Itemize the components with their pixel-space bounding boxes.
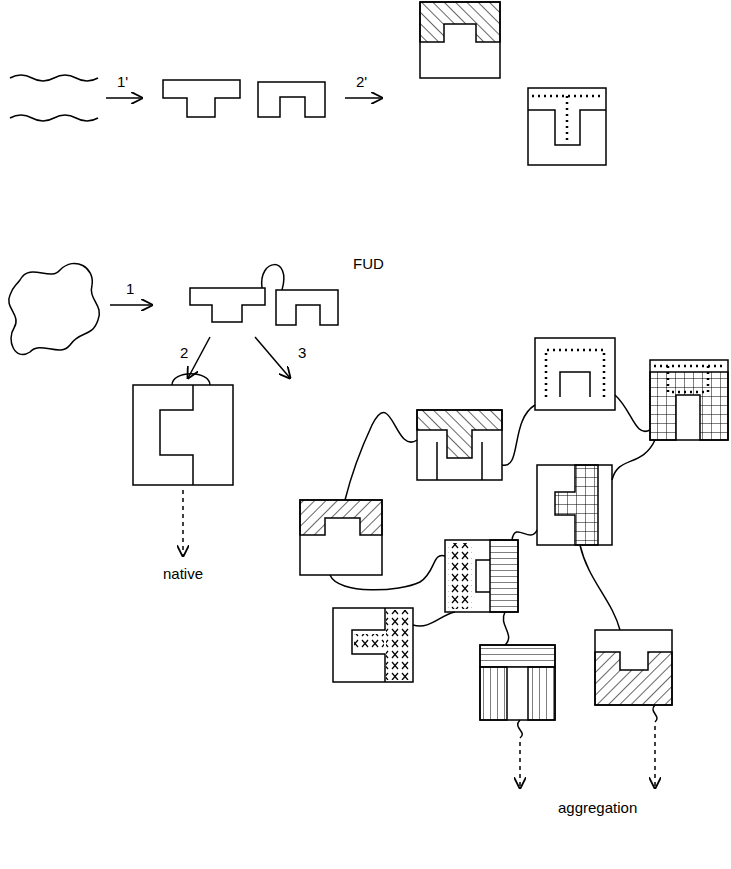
domain-interface [160,385,193,485]
striped-domain [480,645,555,667]
step-number: 3 [298,345,306,362]
linker-chain [615,395,650,431]
linker-chain [518,720,523,738]
linker-chain [502,405,535,465]
dotted-domain [654,366,726,392]
step-number: 1' [117,74,128,91]
striped-domain [480,667,555,720]
aggregate-unit [333,608,413,682]
linker-chain [653,705,657,722]
state-label: aggregation [558,800,637,817]
u-domain [258,82,325,117]
unfolded-chain [9,263,100,354]
aggregate-unit [595,630,672,705]
domain-interface [476,560,490,592]
native-protein [133,385,233,485]
domain-interface [437,442,482,480]
state-label: native [163,566,203,583]
linker-chain [512,530,537,540]
step-arrow [345,97,382,99]
domain-interface [560,372,590,397]
aggregate-unit [300,500,382,575]
linker-chain [413,612,455,626]
aggregate-unit [537,465,612,545]
linker-chain [503,612,508,645]
aggregate-unit [650,360,728,440]
state-label: FUD [353,256,384,273]
x-domain [448,543,472,609]
step-arrow [110,304,152,306]
grid-domain [555,465,598,545]
dashed-arrow [519,742,521,788]
aggregate-unit [535,338,615,410]
hatched-domain [595,652,672,705]
dotted-domain [532,96,602,140]
step-number: 2 [180,345,188,362]
t-domain [190,288,265,322]
hatched-domain [300,500,382,535]
linker-chain [345,412,417,500]
domain-interface [352,608,385,682]
t-domain [163,80,240,117]
hatched-domain [417,410,502,458]
x-domain [354,634,384,650]
folded-domain [420,2,500,78]
step-arrow [255,337,290,378]
step-arrow [106,97,142,99]
dashed-arrow [182,490,184,556]
step-arrow [188,337,210,378]
dotted-domain [528,110,606,145]
step-number: 2' [356,74,367,91]
aggregate-unit [445,540,518,612]
linker-loop [262,265,284,290]
step-number: 1 [126,281,134,298]
grid-domain [650,372,728,440]
hatched-domain [420,2,500,42]
aggregate-unit [417,410,502,480]
linker-chain [612,440,655,480]
unfolded-chain [10,75,98,81]
unfolded-chain [10,115,98,121]
linker-chain [580,545,620,630]
linker-chain [330,555,445,589]
dotted-domain [546,350,604,397]
linker-loop [172,374,210,385]
aggregate-unit [480,645,555,720]
x-domain [386,610,411,680]
u-domain [276,290,338,325]
dashed-arrow [654,726,656,788]
striped-domain [490,540,518,612]
folded-domain [528,88,606,165]
